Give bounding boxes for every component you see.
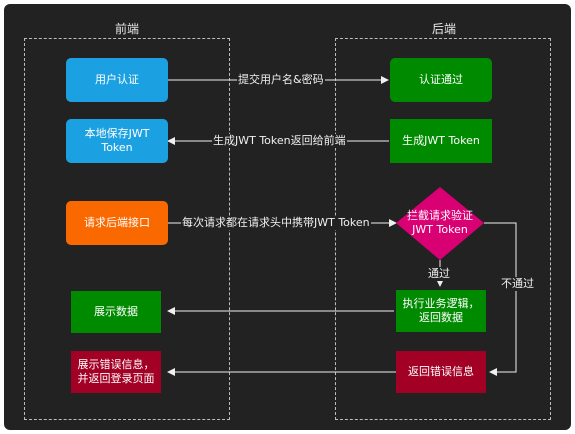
backend-group-title: 后端 [431, 22, 456, 36]
frontend-group-title: 前端 [114, 22, 139, 36]
diagram-canvas: 前端 后端 提交用户名&密码 生成JWT Token返回给前端 每次请求都在请求… [4, 4, 571, 430]
node-exec-logic[interactable]: 执行业务逻辑， 返回数据 [396, 290, 486, 332]
node-auth-passed[interactable]: 认证通过 [390, 58, 492, 102]
node-intercept[interactable]: 拦截请求验证 JWT Token [407, 209, 473, 236]
edge-label-return-token: 生成JWT Token返回给前端 [212, 134, 347, 148]
edge-label-carry-token: 每次请求都在请求头中携带JWT Token [181, 216, 371, 230]
node-user-auth[interactable]: 用户认证 [66, 58, 168, 102]
edge-label-fail: 不通过 [500, 277, 535, 291]
edge-label-pass: 通过 [427, 267, 451, 281]
node-show-data[interactable]: 展示数据 [71, 291, 161, 333]
node-gen-token[interactable]: 生成JWT Token [390, 119, 492, 163]
node-show-error[interactable]: 展示错误信息， 并返回登录页面 [71, 351, 161, 393]
node-request-api[interactable]: 请求后端接口 [66, 201, 168, 245]
edge-label-submit-credentials: 提交用户名&密码 [237, 73, 325, 87]
edge-fail [484, 222, 517, 376]
node-save-token[interactable]: 本地保存JWT Token [66, 119, 168, 163]
node-return-error[interactable]: 返回错误信息 [396, 351, 486, 393]
intercept-decision-shape [396, 187, 484, 260]
